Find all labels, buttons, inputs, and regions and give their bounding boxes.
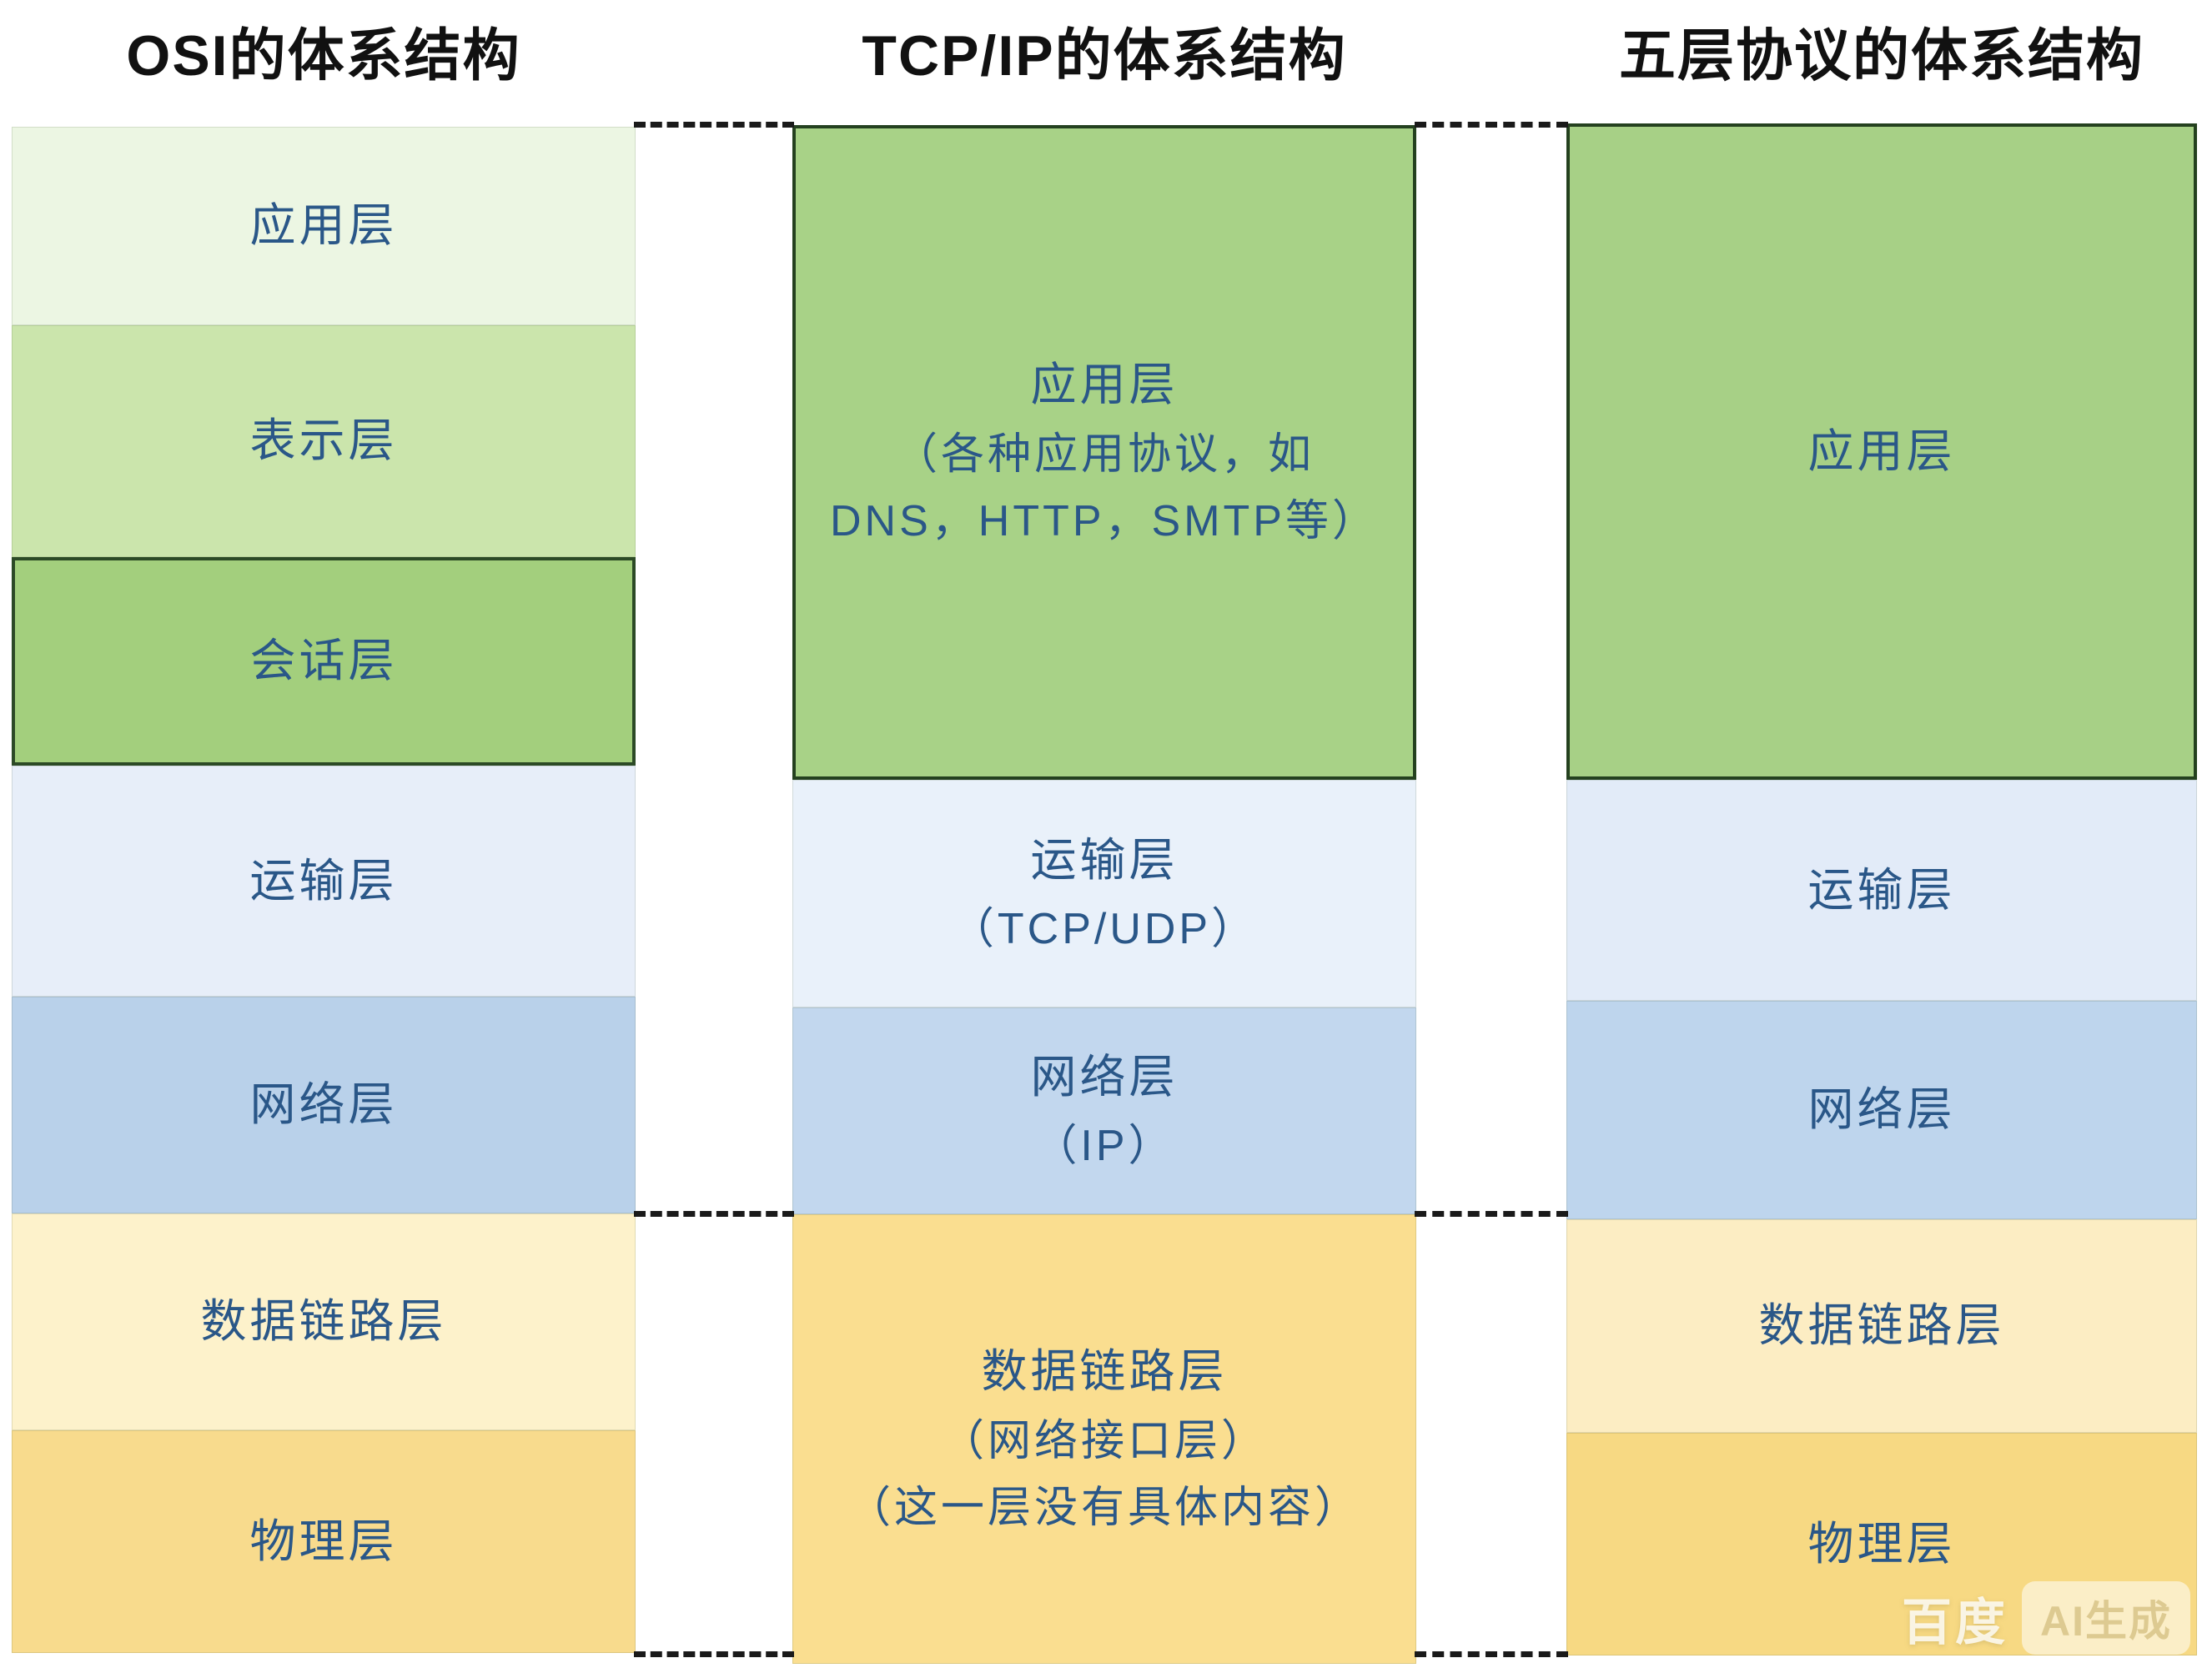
five-layer-datalink-label: 数据链路层 <box>1758 1299 2005 1352</box>
dashed-connector-top-gap1 <box>634 122 794 128</box>
watermark-brand: 百度 <box>1902 1594 2008 1650</box>
tcpip-layer-application-label: 应用层 <box>1030 359 1179 411</box>
osi-layer-presentation-label: 表示层 <box>249 414 398 467</box>
five-layer-column: 应用层 运输层 网络层 数据链路层 物理层 <box>1566 123 2197 1655</box>
dashed-connector-bottom-gap2 <box>1415 1651 1568 1657</box>
five-layer-network: 网络层 <box>1566 1001 2197 1219</box>
five-layer-transport: 运输层 <box>1566 780 2197 1001</box>
column-title-tcpip: TCP/IP的体系结构 <box>862 23 1347 88</box>
osi-layer-datalink: 数据链路层 <box>12 1213 636 1430</box>
tcpip-column: 应用层 （各种应用协议，如 DNS，HTTP，SMTP等） 运输层 （TCP/U… <box>792 125 1416 1664</box>
tcpip-layer-transport-note: （TCP/UDP） <box>950 904 1259 953</box>
tcpip-layer-datalink-label: 数据链路层 <box>981 1345 1228 1398</box>
column-title-osi: OSI的体系结构 <box>126 23 521 88</box>
watermark: 百度 AI生成 <box>1902 1581 2190 1655</box>
osi-column: 应用层 表示层 会话层 运输层 网络层 数据链路层 物理层 <box>12 127 636 1653</box>
tcpip-layer-datalink: 数据链路层 （网络接口层） （这一层没有具体内容） <box>792 1214 1416 1664</box>
five-layer-physical: 物理层 <box>1566 1433 2197 1655</box>
osi-layer-session-label: 会话层 <box>249 635 398 687</box>
five-layer-transport-label: 运输层 <box>1807 863 1956 916</box>
osi-layer-transport: 运输层 <box>12 766 636 997</box>
five-layer-network-label: 网络层 <box>1807 1083 1956 1136</box>
dashed-connector-top-gap2 <box>1415 122 1568 128</box>
osi-layer-presentation: 表示层 <box>12 325 636 557</box>
tcpip-layer-network-label: 网络层 <box>1030 1051 1179 1103</box>
tcpip-layer-transport: 运输层 （TCP/UDP） <box>792 780 1416 1007</box>
tcpip-layer-application: 应用层 （各种应用协议，如 DNS，HTTP，SMTP等） <box>792 125 1416 780</box>
osi-layer-network-label: 网络层 <box>249 1078 398 1131</box>
osi-layer-session: 会话层 <box>12 557 636 766</box>
osi-layer-datalink-label: 数据链路层 <box>200 1295 447 1348</box>
column-title-five-layer: 五层协议的体系结构 <box>1618 23 2144 88</box>
tcpip-layer-datalink-note-2: （这一层没有具体内容） <box>847 1484 1361 1533</box>
five-layer-physical-label: 物理层 <box>1807 1517 1956 1570</box>
tcpip-layer-network-note: （IP） <box>1033 1122 1175 1171</box>
tcpip-layer-transport-label: 运输层 <box>1030 833 1179 886</box>
osi-layer-application-label: 应用层 <box>249 199 398 252</box>
osi-layer-physical-label: 物理层 <box>249 1515 398 1567</box>
five-layer-application: 应用层 <box>1566 123 2197 780</box>
tcpip-layer-application-note-2: DNS，HTTP，SMTP等） <box>829 497 1379 546</box>
osi-layer-application: 应用层 <box>12 127 636 325</box>
dashed-connector-middle-gap1 <box>634 1211 794 1217</box>
osi-layer-transport-label: 运输层 <box>249 854 398 907</box>
tcpip-layer-datalink-note-1: （网络接口层） <box>940 1416 1268 1465</box>
five-layer-datalink: 数据链路层 <box>1566 1219 2197 1433</box>
watermark-ai-badge: AI生成 <box>2022 1581 2190 1655</box>
osi-layer-physical: 物理层 <box>12 1430 636 1653</box>
dashed-connector-bottom-gap1 <box>634 1651 794 1657</box>
tcpip-layer-network: 网络层 （IP） <box>792 1007 1416 1214</box>
dashed-connector-middle-gap2 <box>1415 1211 1568 1217</box>
five-layer-application-label: 应用层 <box>1807 425 1956 477</box>
osi-layer-network: 网络层 <box>12 997 636 1213</box>
tcpip-layer-application-note-1: （各种应用协议，如 <box>893 430 1315 479</box>
